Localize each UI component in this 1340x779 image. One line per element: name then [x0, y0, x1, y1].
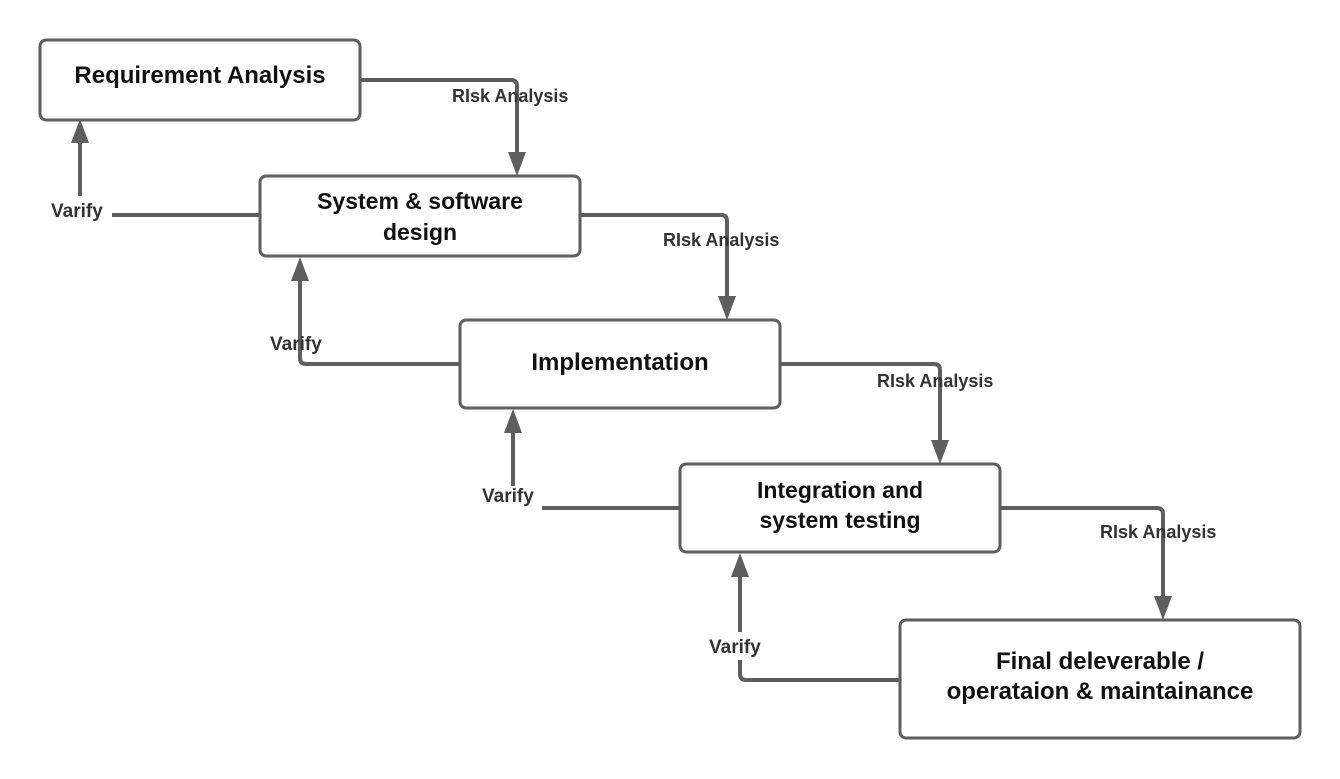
stage-label-line-1: Final deleverable / — [996, 648, 1204, 675]
stage-system-software-design: System & software design — [258, 174, 582, 258]
risk-analysis-label: RIsk Analysis — [663, 230, 779, 250]
connector-line — [1000, 506, 1165, 596]
connector-line — [738, 660, 900, 682]
risk-analysis-label: RIsk Analysis — [877, 371, 993, 391]
stage-box — [898, 618, 1302, 740]
stage-label-line-2: system testing — [759, 507, 920, 533]
arrow-down-icon — [508, 152, 526, 176]
back-edge-implementation-design: Varify — [270, 257, 460, 366]
arrow-up-icon — [731, 553, 749, 577]
connector-line — [780, 362, 942, 440]
arrow-up-icon — [504, 409, 522, 433]
varify-label: Varify — [482, 486, 534, 507]
stage-label-line-1: Integration and — [757, 477, 923, 503]
connector-line — [580, 213, 729, 296]
stage-box — [38, 38, 362, 122]
forward-edge-integration-deliverable: RIsk Analysis — [1000, 506, 1216, 620]
forward-edge-design-implementation: RIsk Analysis — [580, 213, 779, 320]
arrow-down-icon — [931, 440, 949, 464]
stage-final-deliverable: Final deleverable / operataion & maintai… — [898, 618, 1302, 740]
varify-label: Varify — [51, 201, 103, 222]
stage-requirement-analysis: Requirement Analysis — [38, 38, 362, 122]
varify-label: Varify — [709, 637, 761, 658]
connector-line — [298, 280, 460, 366]
varify-label: Varify — [270, 334, 322, 355]
arrow-up-icon — [71, 119, 89, 143]
arrow-down-icon — [1154, 596, 1172, 620]
stage-label-line-2: design — [383, 219, 457, 245]
stage-label: Implementation — [531, 349, 708, 376]
risk-analysis-label: RIsk Analysis — [452, 86, 568, 106]
forward-edge-implementation-integration: RIsk Analysis — [780, 362, 993, 464]
arrow-up-icon — [291, 257, 309, 281]
stage-box — [458, 318, 782, 410]
connector-line — [360, 78, 519, 152]
back-edge-deliverable-integration: Varify — [709, 553, 900, 682]
stage-label: Requirement Analysis — [74, 62, 325, 89]
back-edge-integration-implementation: Varify — [482, 409, 680, 510]
risk-analysis-label: RIsk Analysis — [1100, 522, 1216, 542]
stage-label-line-1: System & software — [317, 188, 523, 214]
back-edge-design-requirement: Varify — [51, 119, 260, 222]
stage-implementation: Implementation — [458, 318, 782, 410]
arrow-down-icon — [718, 296, 736, 320]
stage-integration-system-testing: Integration and system testing — [678, 462, 1002, 554]
stage-label-line-2: operataion & maintainance — [947, 678, 1254, 705]
stage-box — [678, 462, 1002, 554]
stage-box — [258, 174, 582, 258]
forward-edge-requirement-design: RIsk Analysis — [360, 78, 568, 176]
